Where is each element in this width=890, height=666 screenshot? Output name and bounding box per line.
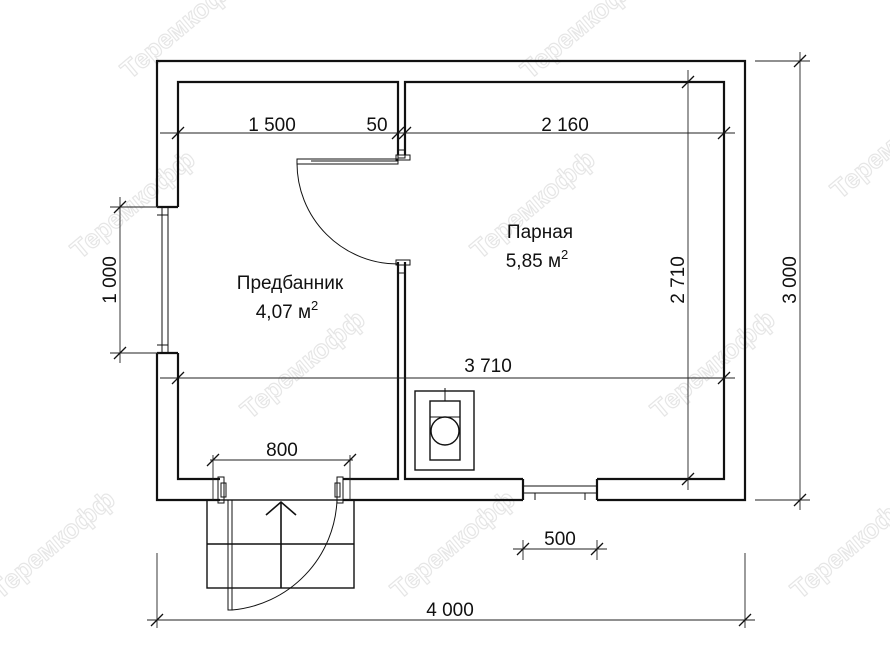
room-name-parnaya: Парная [507, 222, 573, 243]
watermark-text: Теремкофф [825, 84, 890, 205]
room-area-parnaya: 5,85 м2 [506, 247, 569, 272]
room-name-predbannik: Предбанник [237, 273, 344, 294]
entrance-door [217, 476, 344, 611]
watermark-text: Теремкофф [115, 0, 251, 85]
dim-2160: 2 160 [541, 115, 589, 136]
porch-steps [206, 499, 355, 589]
dimension-ticks [113, 54, 807, 627]
dim-500: 500 [544, 529, 576, 550]
watermark-text: Теремкофф [465, 144, 601, 265]
dim-50: 50 [366, 115, 387, 136]
dim-1500: 1 500 [248, 115, 296, 136]
watermark-text: Теремкофф [0, 484, 121, 605]
watermark-text: Теремкофф [385, 484, 521, 605]
dimension-lines [110, 52, 810, 628]
dim-800: 800 [266, 440, 298, 461]
dim-1000: 1 000 [100, 256, 121, 304]
room-area-predbannik: 4,07 м2 [256, 298, 319, 323]
dim-3710: 3 710 [464, 356, 512, 377]
watermark-text: Теремкофф [515, 0, 651, 85]
dim-3000: 3 000 [780, 256, 801, 304]
dim-2710: 2 710 [668, 256, 689, 304]
watermark-text: Теремкофф [645, 304, 781, 425]
walls [155, 59, 747, 502]
stove [414, 388, 475, 471]
watermark-text: Теремкофф [65, 144, 201, 265]
window-left [157, 207, 169, 353]
window-bottom [523, 485, 597, 500]
dim-4000: 4 000 [426, 600, 474, 621]
interior-door [296, 149, 411, 274]
